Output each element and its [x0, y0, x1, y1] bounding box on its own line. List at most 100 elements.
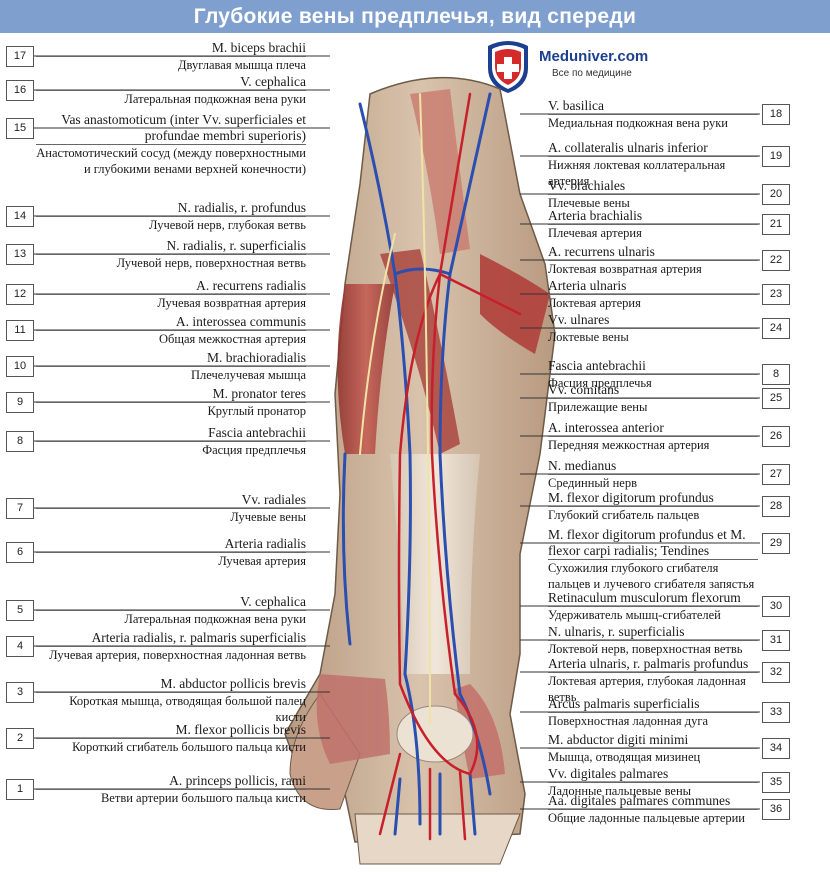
label-latin: Arteria ulnaris, r. palmaris profundus: [548, 656, 749, 671]
label-latin: M. pronator teres: [212, 386, 306, 401]
label-number: 21: [762, 214, 790, 235]
label-latin: Arteria radialis: [224, 536, 306, 551]
label-number: 20: [762, 184, 790, 205]
label-latin: Aa. digitales palmares communes: [548, 793, 731, 808]
label-latin: Retinaculum musculorum flexorum: [548, 590, 741, 605]
label-number: 25: [762, 388, 790, 409]
label-number: 10: [6, 356, 34, 377]
label-latin: V. basilica: [548, 98, 604, 113]
label-russian: Плечевая артерия: [548, 224, 758, 241]
label-number: 15: [6, 118, 34, 139]
logo-tagline: Все по медицине: [552, 68, 632, 79]
label-russian: Локтевая артерия, глубокая ладонная ветв…: [548, 672, 758, 705]
veins: [341, 92, 492, 836]
label-15: Vas anastomoticum (inter Vv. superficial…: [36, 112, 306, 177]
label-latin: A. interossea anterior: [548, 420, 664, 435]
label-number: 9: [6, 392, 34, 413]
label-latin: Arcus palmaris superficialis: [548, 696, 700, 711]
label-latin: M. biceps brachii: [211, 40, 306, 55]
label-russian: Лучевой нерв, поверхностная ветвь: [36, 254, 306, 271]
label-latin: Vv. radiales: [241, 492, 306, 507]
label-russian: Мышца, отводящая мизинец: [548, 748, 758, 765]
label-russian: Анастомотический сосуд (между поверхност…: [36, 144, 306, 176]
label-latin: N. radialis, r. superficialis: [166, 238, 306, 253]
label-russian: Плечелучевая мышца: [36, 366, 306, 383]
label-russian: Общая межкостная артерия: [36, 330, 306, 347]
label-number: 22: [762, 250, 790, 271]
label-number: 23: [762, 284, 790, 305]
label-russian: Латеральная подкожная вена руки: [36, 610, 306, 627]
label-russian: Лучевой нерв, глубокая ветвь: [36, 216, 306, 233]
label-russian: Прилежащие вены: [548, 398, 758, 415]
label-number: 2: [6, 728, 34, 749]
site-logo[interactable]: Meduniver.com Все по медицине: [484, 38, 674, 98]
label-russian: Плечевые вены: [548, 194, 758, 211]
label-4: Arteria radialis, r. palmaris superficia…: [36, 630, 306, 663]
label-number: 7: [6, 498, 34, 519]
label-russian: Фасция предплечья: [548, 374, 758, 391]
label-number: 13: [6, 244, 34, 265]
label-russian: Круглый пронатор: [36, 402, 306, 419]
label-number: 31: [762, 630, 790, 651]
forearm-illustration: [284, 76, 556, 865]
label-latin: N. medianus: [548, 458, 617, 473]
label-number: 11: [6, 320, 34, 341]
label-latin: M. brachioradialis: [207, 350, 306, 365]
label-latin: Arteria brachialis: [548, 208, 643, 223]
label-number: 28: [762, 496, 790, 517]
label-number: 29: [762, 533, 790, 554]
label-number: 14: [6, 206, 34, 227]
label-latin: Vas anastomoticum (inter Vv. superficial…: [61, 112, 306, 143]
label-russian: Локтевая артерия: [548, 294, 758, 311]
nerves: [359, 93, 431, 725]
label-number: 36: [762, 799, 790, 820]
label-number: 33: [762, 702, 790, 723]
label-number: 26: [762, 426, 790, 447]
label-latin: Vv. digitales palmares: [548, 766, 669, 781]
label-russian: Удерживатель мышц-сгибателей: [548, 606, 758, 623]
label-latin: Vv. brachiales: [548, 178, 626, 193]
label-russian: Локтевые вены: [548, 328, 758, 345]
label-russian: Срединный нерв: [548, 474, 758, 491]
label-latin: M. flexor digitorum profundus et M. flex…: [548, 527, 746, 558]
label-number: 5: [6, 600, 34, 621]
label-russian: Ладонные пальцевые вены: [548, 782, 758, 799]
label-latin: V. cephalica: [240, 594, 306, 609]
label-russian: Медиальная подкожная вена руки: [548, 114, 758, 131]
label-russian: Глубокий сгибатель пальцев: [548, 506, 758, 523]
label-latin: A. princeps pollicis, rami: [169, 773, 306, 788]
label-russian: Поверхностная ладонная дуга: [548, 712, 758, 729]
label-russian: Лучевая артерия: [36, 552, 306, 569]
label-latin: Arteria ulnaris: [548, 278, 627, 293]
logo-shield-icon: [488, 41, 528, 93]
label-29: M. flexor digitorum profundus et M. flex…: [548, 527, 758, 592]
label-russian: Ветви артерии большого пальца кисти: [36, 789, 306, 806]
label-russian: Двуглавая мышца плеча: [36, 56, 306, 73]
label-latin: A. recurrens ulnaris: [548, 244, 655, 259]
label-russian: Лучевая возвратная артерия: [36, 294, 306, 311]
label-latin: A. recurrens radialis: [196, 278, 306, 293]
